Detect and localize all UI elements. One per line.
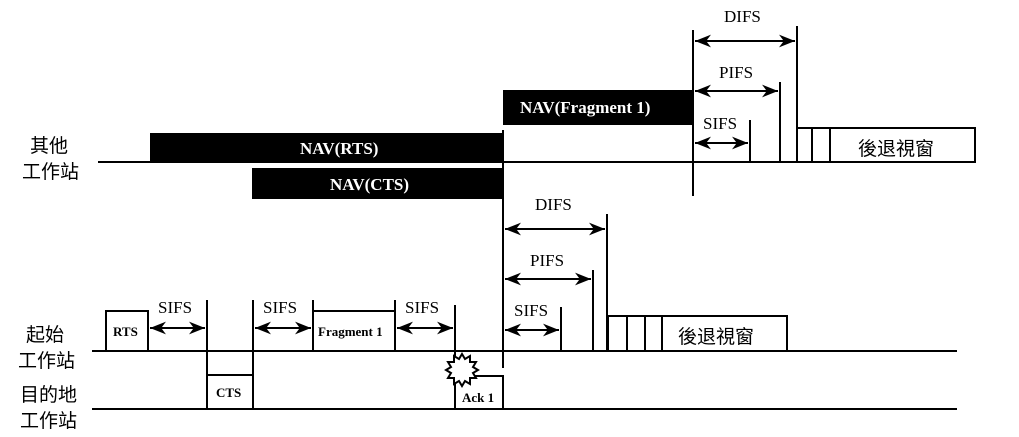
station-label-destination: 目的地 工作站 <box>20 384 77 432</box>
nav-rts-bar: NAV(RTS) <box>150 133 503 162</box>
svg-text:起始: 起始 <box>26 324 64 346</box>
svg-text:工作站: 工作站 <box>20 410 77 432</box>
svg-text:後退視窗: 後退視窗 <box>858 138 934 160</box>
svg-text:Ack 1: Ack 1 <box>462 390 494 405</box>
difs-arrow-top: DIFS <box>695 7 795 48</box>
svg-text:DIFS: DIFS <box>535 195 572 214</box>
svg-text:SIFS: SIFS <box>514 301 548 320</box>
fragment-frame: Fragment 1 <box>312 310 396 352</box>
sifs-arrow-1: SIFS <box>150 298 205 335</box>
svg-text:DIFS: DIFS <box>724 7 761 26</box>
svg-text:CTS: CTS <box>216 385 241 400</box>
sifs-arrow-top: SIFS <box>695 114 748 150</box>
station-label-source: 起始 工作站 <box>18 324 75 372</box>
backoff-window-top: 後退視窗 <box>796 127 976 163</box>
sifs-arrow-bottom: SIFS <box>505 301 559 337</box>
svg-text:NAV(RTS): NAV(RTS) <box>300 139 378 158</box>
svg-text:後退視窗: 後退視窗 <box>678 326 754 348</box>
cts-frame: CTS <box>206 374 254 410</box>
svg-text:其他: 其他 <box>30 135 68 157</box>
pifs-arrow-bottom: PIFS <box>505 251 591 286</box>
svg-text:RTS: RTS <box>113 324 138 339</box>
svg-text:NAV(CTS): NAV(CTS) <box>330 175 409 194</box>
svg-text:PIFS: PIFS <box>719 63 753 82</box>
svg-text:工作站: 工作站 <box>18 350 75 372</box>
nav-fragment-bar: NAV(Fragment 1) <box>503 90 693 125</box>
svg-text:目的地: 目的地 <box>20 384 77 406</box>
sifs-arrow-3: SIFS <box>397 298 453 335</box>
backoff-window-bottom: 後退視窗 <box>607 315 788 352</box>
pifs-arrow-top: PIFS <box>695 63 778 98</box>
difs-arrow-bottom: DIFS <box>505 195 605 236</box>
svg-text:SIFS: SIFS <box>158 298 192 317</box>
svg-text:PIFS: PIFS <box>530 251 564 270</box>
svg-text:SIFS: SIFS <box>263 298 297 317</box>
nav-cts-bar: NAV(CTS) <box>252 168 503 199</box>
svg-text:NAV(Fragment 1): NAV(Fragment 1) <box>520 98 650 117</box>
svg-text:SIFS: SIFS <box>405 298 439 317</box>
rts-frame: RTS <box>105 310 149 352</box>
svg-text:工作站: 工作站 <box>22 161 79 183</box>
collision-starburst-icon <box>444 352 480 388</box>
station-label-other: 其他 工作站 <box>22 135 79 183</box>
sifs-arrow-2: SIFS <box>255 298 311 335</box>
svg-text:Fragment 1: Fragment 1 <box>318 324 383 339</box>
svg-text:SIFS: SIFS <box>703 114 737 133</box>
